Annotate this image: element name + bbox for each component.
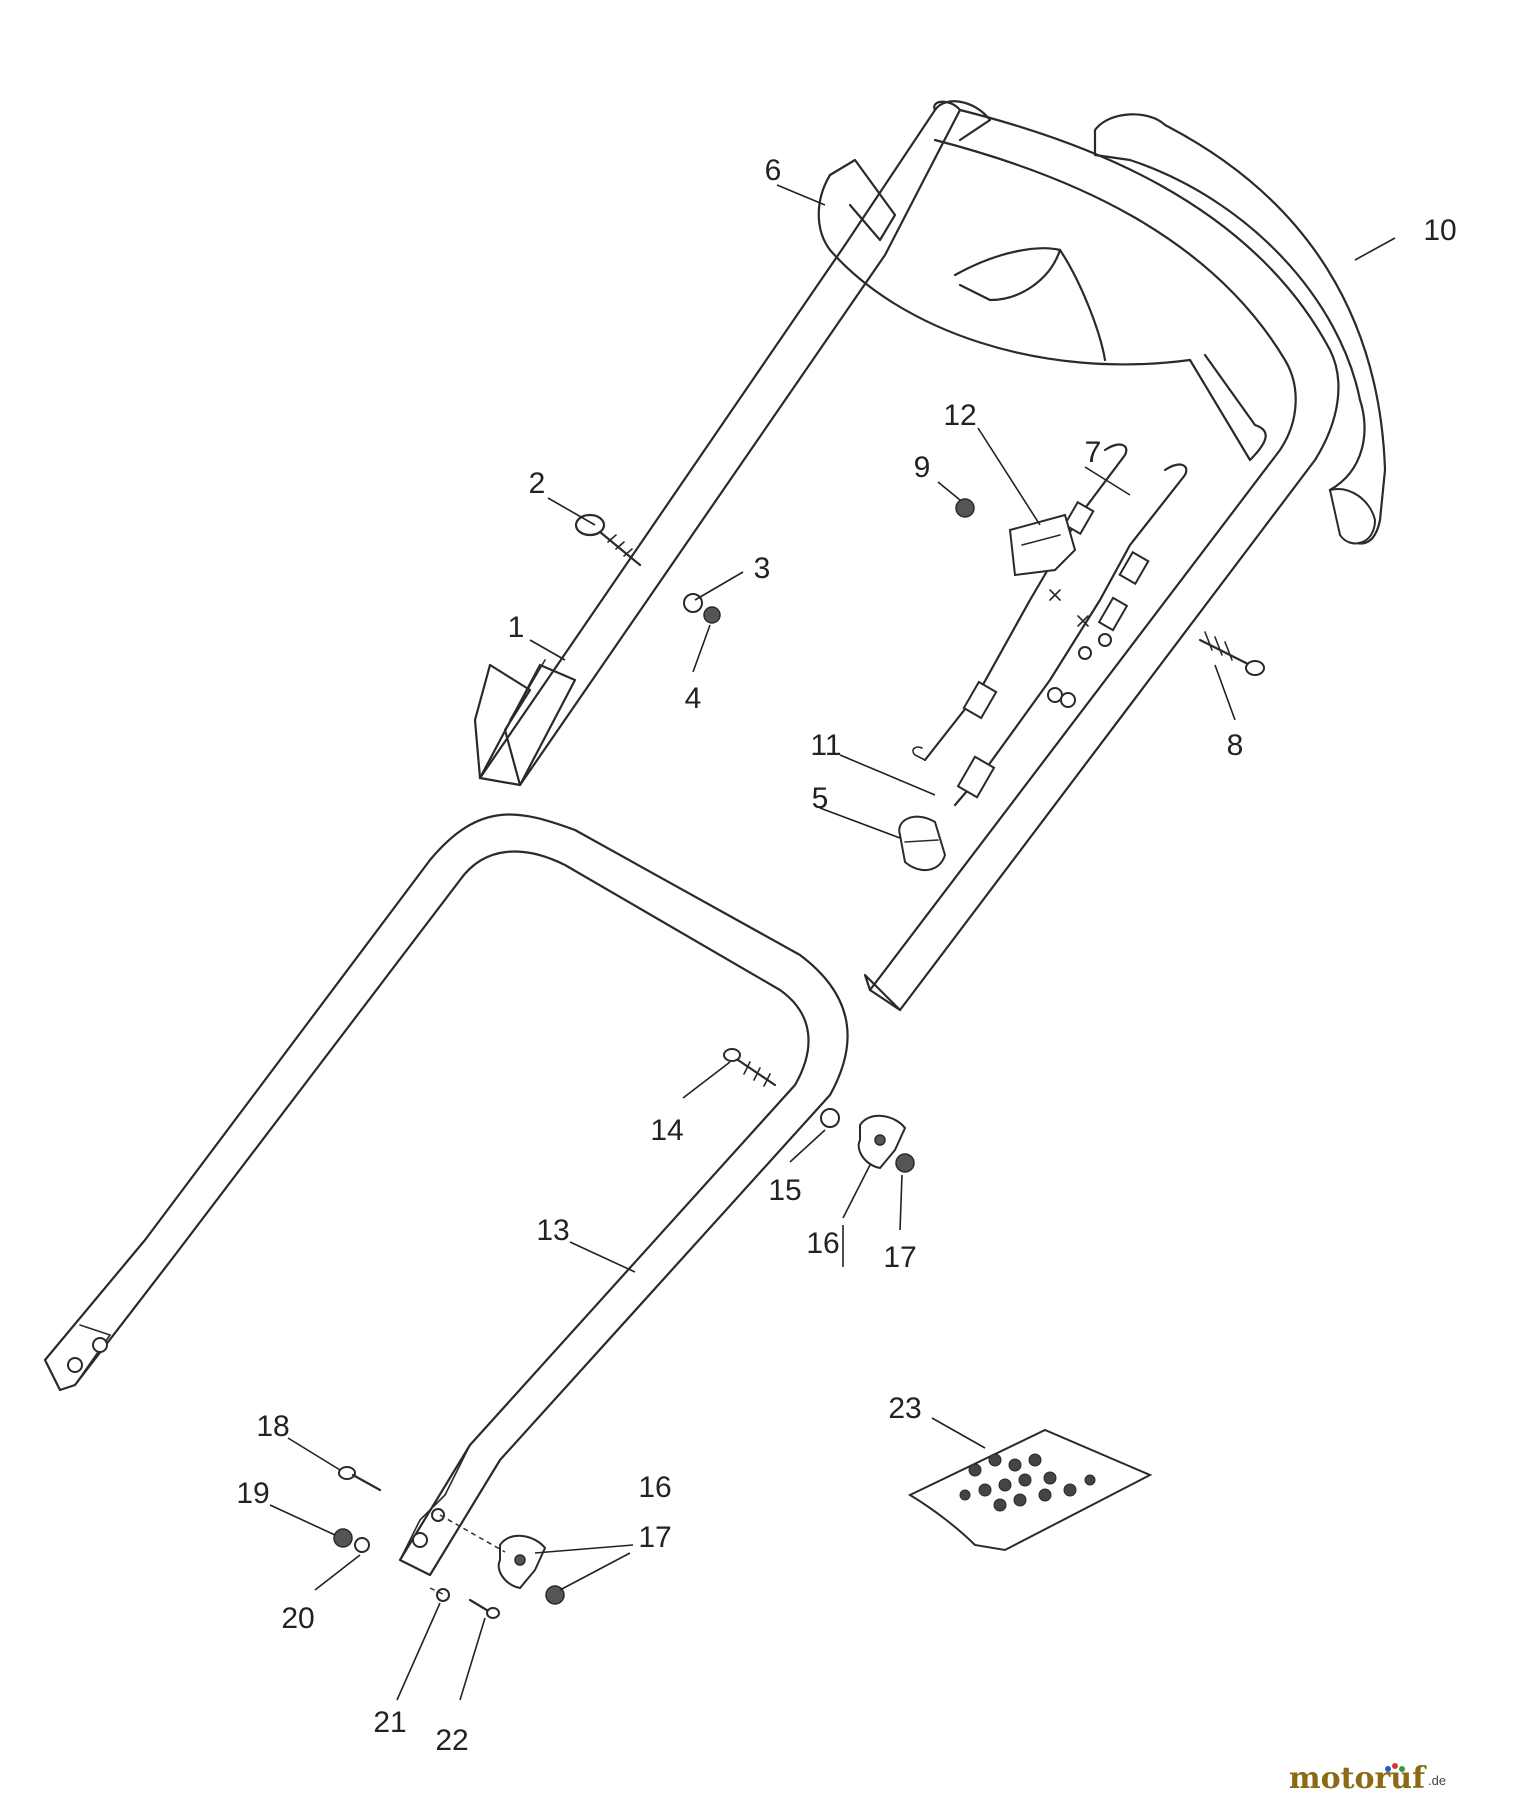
callout-12: 12 <box>943 399 976 432</box>
washer-15 <box>820 1108 840 1128</box>
washer-21 <box>436 1588 450 1602</box>
callout-20: 20 <box>281 1602 314 1635</box>
bolt-22 <box>468 1598 500 1619</box>
callout-19: 19 <box>236 1477 269 1510</box>
callout-17b: 17 <box>638 1521 671 1554</box>
callout-23: 23 <box>888 1392 921 1425</box>
lower-handle <box>43 813 849 1577</box>
callout-16a: 16 <box>806 1227 839 1260</box>
nut-17-upper <box>895 1153 915 1173</box>
bail-bar <box>817 158 1267 462</box>
watermark-suffix: .de <box>1428 1773 1446 1788</box>
callout-1: 1 <box>508 611 525 644</box>
callout-18: 18 <box>256 1410 289 1443</box>
nut-9 <box>955 498 975 518</box>
callout-11: 11 <box>810 729 841 762</box>
cable-guide <box>1008 513 1077 577</box>
upper-handle <box>473 100 1340 1012</box>
assembly-line <box>439 1514 506 1553</box>
leader-lines <box>269 184 1396 1701</box>
callout-15: 15 <box>768 1174 801 1207</box>
callout-4: 4 <box>685 682 702 715</box>
callout-5: 5 <box>812 782 829 815</box>
callout-22: 22 <box>435 1724 468 1757</box>
callout-14: 14 <box>650 1114 683 1147</box>
callout-8: 8 <box>1227 729 1244 762</box>
callout-21: 21 <box>373 1706 406 1739</box>
eye-bolt <box>574 513 642 567</box>
nut-4 <box>703 606 721 624</box>
nut-19 <box>333 1528 353 1548</box>
callout-17a: 17 <box>883 1241 916 1274</box>
callout-9: 9 <box>914 451 931 484</box>
handle-insert <box>478 659 577 787</box>
callout-2: 2 <box>529 467 546 500</box>
callout-6: 6 <box>765 154 782 187</box>
bolt-18 <box>338 1466 382 1492</box>
washer-20 <box>354 1537 370 1553</box>
callout-10: 10 <box>1423 214 1456 247</box>
callout-16b: 16 <box>638 1471 671 1504</box>
cable-clip <box>898 815 947 871</box>
callout-numbers: 1 2 3 4 5 6 7 8 9 10 11 12 13 14 15 16 1… <box>236 154 1456 1757</box>
bolt-8 <box>1198 631 1265 676</box>
drive-bail <box>1093 113 1387 545</box>
nut-17-lower <box>545 1585 565 1605</box>
hardware-bag <box>907 1428 1153 1552</box>
watermark-text: motoruf <box>1289 1761 1427 1796</box>
cables <box>912 443 1188 807</box>
star-knob-lower <box>497 1534 547 1590</box>
bolt-14 <box>723 1048 777 1087</box>
callout-7: 7 <box>1085 436 1102 469</box>
rings <box>1047 633 1112 708</box>
callout-13: 13 <box>536 1214 569 1247</box>
callout-3: 3 <box>754 552 771 585</box>
star-knob-upper <box>857 1114 907 1170</box>
watermark-logo: motoruf .de <box>1289 1761 1446 1796</box>
